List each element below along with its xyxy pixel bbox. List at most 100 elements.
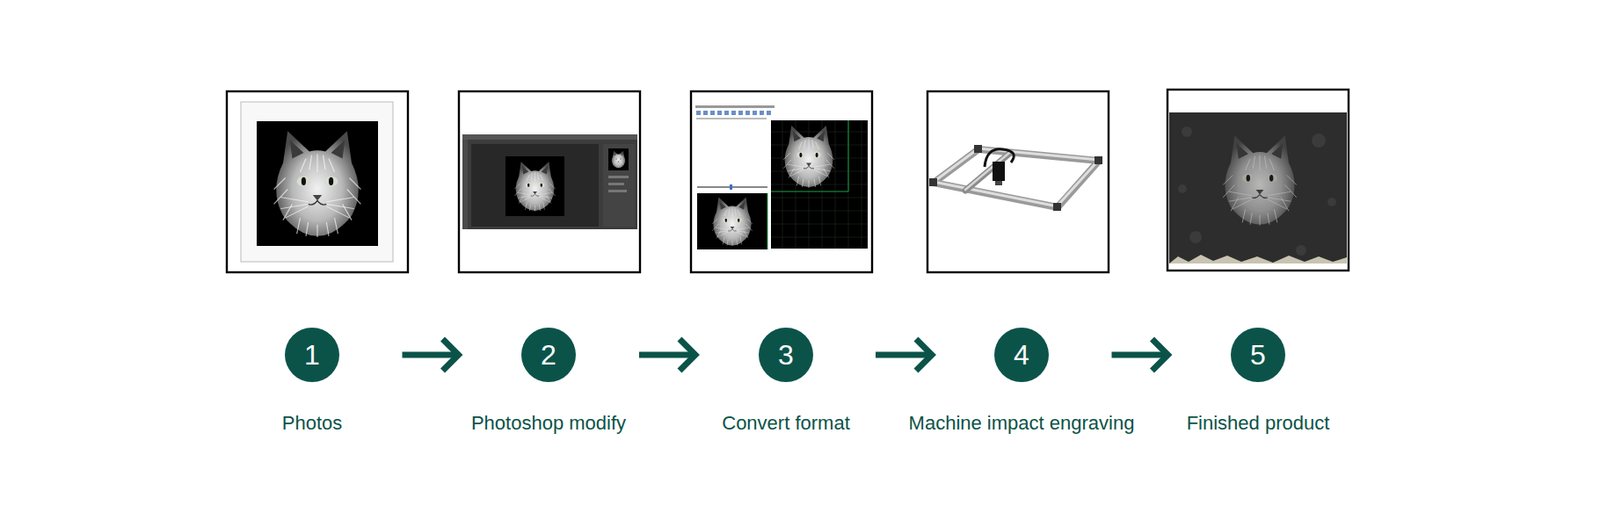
step-circle: 3	[758, 327, 814, 383]
illustration-part	[1094, 156, 1103, 165]
illustration-part	[933, 182, 1058, 208]
arrow-shaft	[639, 352, 693, 359]
illustration-part	[696, 110, 701, 116]
illustration-part	[759, 110, 764, 116]
flow-arrow	[402, 339, 459, 371]
illustration-part	[767, 193, 769, 250]
illustration-part	[929, 178, 938, 187]
illustration-part	[458, 91, 640, 273]
illustration-part	[1181, 126, 1193, 138]
illustration-part	[731, 110, 736, 116]
arrow-head	[1152, 339, 1169, 371]
illustration-part	[1057, 160, 1099, 206]
illustration-part	[783, 125, 835, 189]
step-label: Finished product	[1185, 412, 1332, 436]
illustration-part	[978, 149, 1099, 161]
illustration-part	[1057, 160, 1099, 208]
illustration-part	[1053, 203, 1062, 211]
step-number: 1	[284, 327, 340, 383]
illustration-part	[1169, 112, 1347, 264]
illustration-part	[703, 110, 708, 116]
circle-fill	[521, 327, 576, 383]
flow-arrow	[875, 339, 932, 371]
illustration-part	[738, 110, 743, 116]
arrow-shaft	[1112, 352, 1166, 359]
step-node: 2Photoshop modify	[469, 327, 629, 436]
illustration-part	[695, 105, 775, 109]
illustration-part	[608, 148, 629, 171]
step-circle: 5	[1230, 327, 1286, 383]
illustration-part	[766, 110, 771, 116]
arrow-head	[916, 339, 932, 371]
illustration-part	[712, 196, 753, 247]
circle-fill	[284, 327, 340, 383]
illustration-part	[710, 110, 715, 116]
step-node: 4Machine impact engraving	[907, 327, 1137, 436]
circle-fill	[1230, 327, 1286, 383]
illustration-part	[752, 110, 757, 116]
illustration-part	[995, 181, 1003, 186]
illustration-part	[1167, 89, 1349, 271]
step-label: Convert format	[720, 412, 852, 436]
step-node: 1Photos	[280, 327, 345, 436]
illustration-part	[1327, 197, 1337, 207]
step-node: 5Finished product	[1185, 327, 1332, 436]
step-label: Machine impact engraving	[907, 412, 1137, 436]
step-label: Photoshop modify	[469, 412, 629, 436]
illustration-part	[696, 110, 771, 116]
illustration-part	[256, 121, 379, 247]
illustration-part	[717, 110, 722, 116]
illustration-part	[933, 148, 1099, 207]
illustration-part	[1178, 126, 1337, 256]
illustration-part	[696, 117, 767, 120]
illustration-part	[514, 161, 555, 212]
step-number: 3	[758, 327, 814, 383]
illustration-part	[697, 193, 768, 250]
engraving-machine	[927, 91, 1109, 273]
step-circle: 1	[284, 327, 340, 383]
illustration-part	[1169, 254, 1347, 264]
arrow-shaft	[402, 352, 457, 359]
illustration-part	[770, 120, 868, 249]
illustration-part	[462, 134, 638, 230]
illustration-part	[240, 101, 393, 262]
illustration-part	[603, 144, 635, 227]
flow-arrow	[1112, 339, 1169, 371]
illustration-part	[927, 91, 1109, 273]
illustration-part	[226, 91, 408, 273]
illustration-part	[992, 161, 1005, 182]
illustration-part	[724, 110, 729, 116]
illustration-part	[933, 149, 1099, 208]
illustration-part	[929, 145, 1103, 211]
illustration-part	[690, 91, 873, 273]
step-circle: 2	[521, 327, 576, 383]
step-number: 5	[1230, 327, 1286, 383]
illustration-part	[1189, 231, 1202, 244]
illustration-part	[471, 144, 599, 227]
illustration-part	[770, 120, 868, 249]
illustration-part	[274, 130, 362, 238]
circle-fill	[758, 327, 814, 383]
illustration-part	[974, 145, 982, 153]
illustration-part	[933, 181, 1058, 207]
arrow-shaft	[875, 352, 930, 359]
illustration-part	[1295, 245, 1307, 256]
step-circle: 4	[994, 327, 1049, 383]
illustration-part	[729, 184, 733, 190]
illustration-part	[608, 175, 629, 179]
illustration-part	[745, 110, 750, 116]
illustration-part	[933, 149, 979, 183]
step-number: 4	[994, 327, 1049, 383]
illustration-part	[462, 134, 638, 140]
engraved-stone	[1167, 89, 1349, 271]
illustration-part	[770, 120, 849, 192]
flow-arrow	[639, 339, 696, 371]
illustration-part	[933, 148, 979, 182]
arrow-head	[443, 339, 459, 371]
photoshop-screenshot	[458, 91, 640, 273]
step-number: 2	[521, 327, 576, 383]
illustration-part	[1222, 135, 1297, 226]
